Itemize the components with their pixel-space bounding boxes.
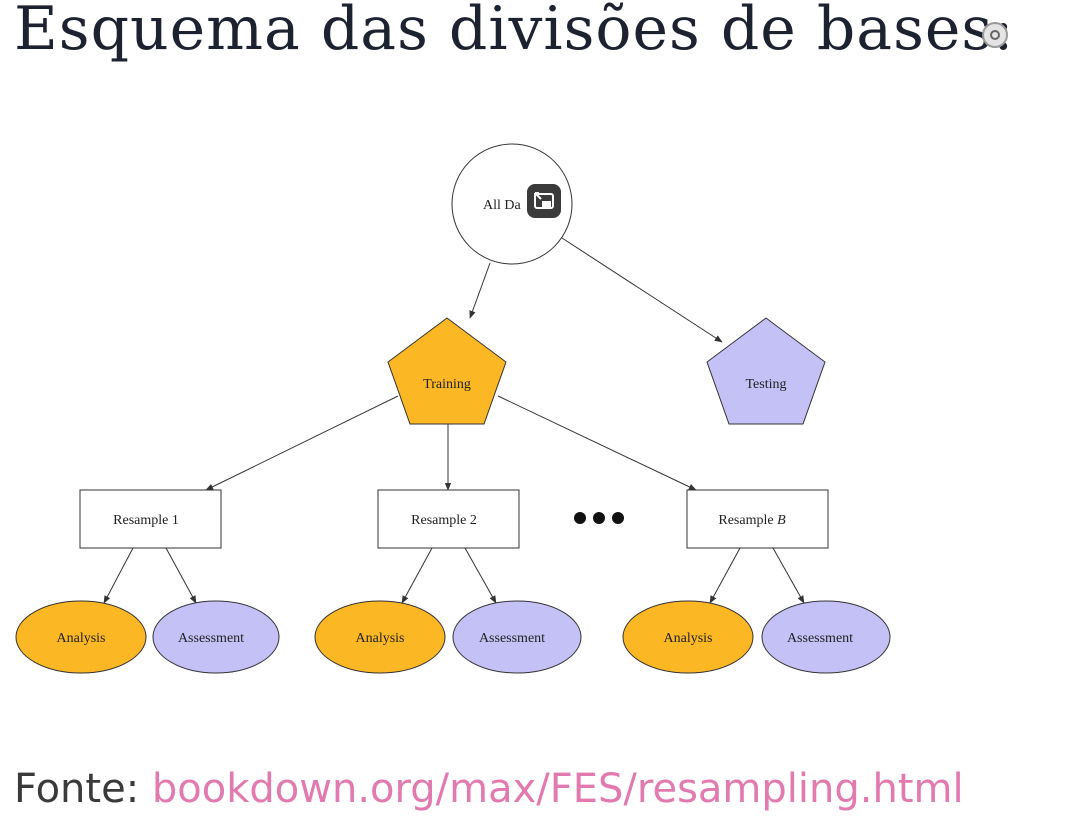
source-label: Fonte: <box>14 766 140 812</box>
resample-1-index: 1 <box>172 513 179 528</box>
node-training-label: Training <box>423 377 471 392</box>
resample-b-index: B <box>777 513 786 528</box>
svg-text:Analysis: Analysis <box>57 631 106 646</box>
edge-training-resample1 <box>205 395 399 491</box>
svg-text:Assessment: Assessment <box>479 631 545 646</box>
resample-2-prefix: Resample <box>411 513 470 528</box>
svg-text:Analysis: Analysis <box>356 631 405 646</box>
node-resample-1: Resample 1 <box>79 489 222 549</box>
svg-text:Resample 2: Resample 2 <box>411 513 477 528</box>
edge-rB-assessment <box>772 547 805 604</box>
node-testing-label: Testing <box>745 377 786 392</box>
node-resample-b: Resample B <box>686 489 829 549</box>
leaf-analysis-2: Analysis <box>314 600 446 674</box>
picture-in-picture-exit-icon[interactable] <box>527 184 561 218</box>
edge-r1-analysis <box>103 547 134 604</box>
settings-badge-icon[interactable] <box>982 22 1008 48</box>
svg-text:Resample B: Resample B <box>718 513 786 528</box>
resample-1-prefix: Resample <box>113 513 172 528</box>
svg-text:Analysis: Analysis <box>664 631 713 646</box>
edge-all-testing <box>561 237 723 343</box>
leaf-assessment-1: Assessment <box>152 600 280 674</box>
source-line: Fonte: bookdown.org/max/FES/resampling.h… <box>14 766 964 812</box>
diagram-edges <box>103 237 805 604</box>
leaf-assessment-2: Assessment <box>452 600 582 674</box>
edge-training-resampleB <box>497 395 697 491</box>
svg-text:Assessment: Assessment <box>178 631 244 646</box>
leaf-assessment-b: Assessment <box>761 600 891 674</box>
edge-r1-assessment <box>165 547 197 604</box>
resample-b-prefix: Resample <box>718 513 777 528</box>
slide-title: Esquema das divisões de bases: <box>14 0 1015 64</box>
svg-text:Resample 1: Resample 1 <box>113 513 179 528</box>
ellipsis-dots <box>574 512 624 524</box>
node-testing: Testing <box>706 317 826 425</box>
edge-all-training <box>469 262 491 319</box>
node-resample-2: Resample 2 <box>377 489 520 549</box>
leaf-analysis-b: Analysis <box>622 600 754 674</box>
source-link[interactable]: bookdown.org/max/FES/resampling.html <box>151 766 964 812</box>
resample-2-index: 2 <box>470 513 477 528</box>
svg-text:Assessment: Assessment <box>787 631 853 646</box>
node-all-data-label: All Da <box>483 198 522 213</box>
edge-r2-assessment <box>464 547 497 604</box>
node-training: Training <box>387 317 507 425</box>
edge-r2-analysis <box>401 547 433 604</box>
node-all-data: All Da <box>451 143 573 265</box>
leaf-analysis-1: Analysis <box>15 600 147 674</box>
edge-rB-analysis <box>709 547 741 604</box>
